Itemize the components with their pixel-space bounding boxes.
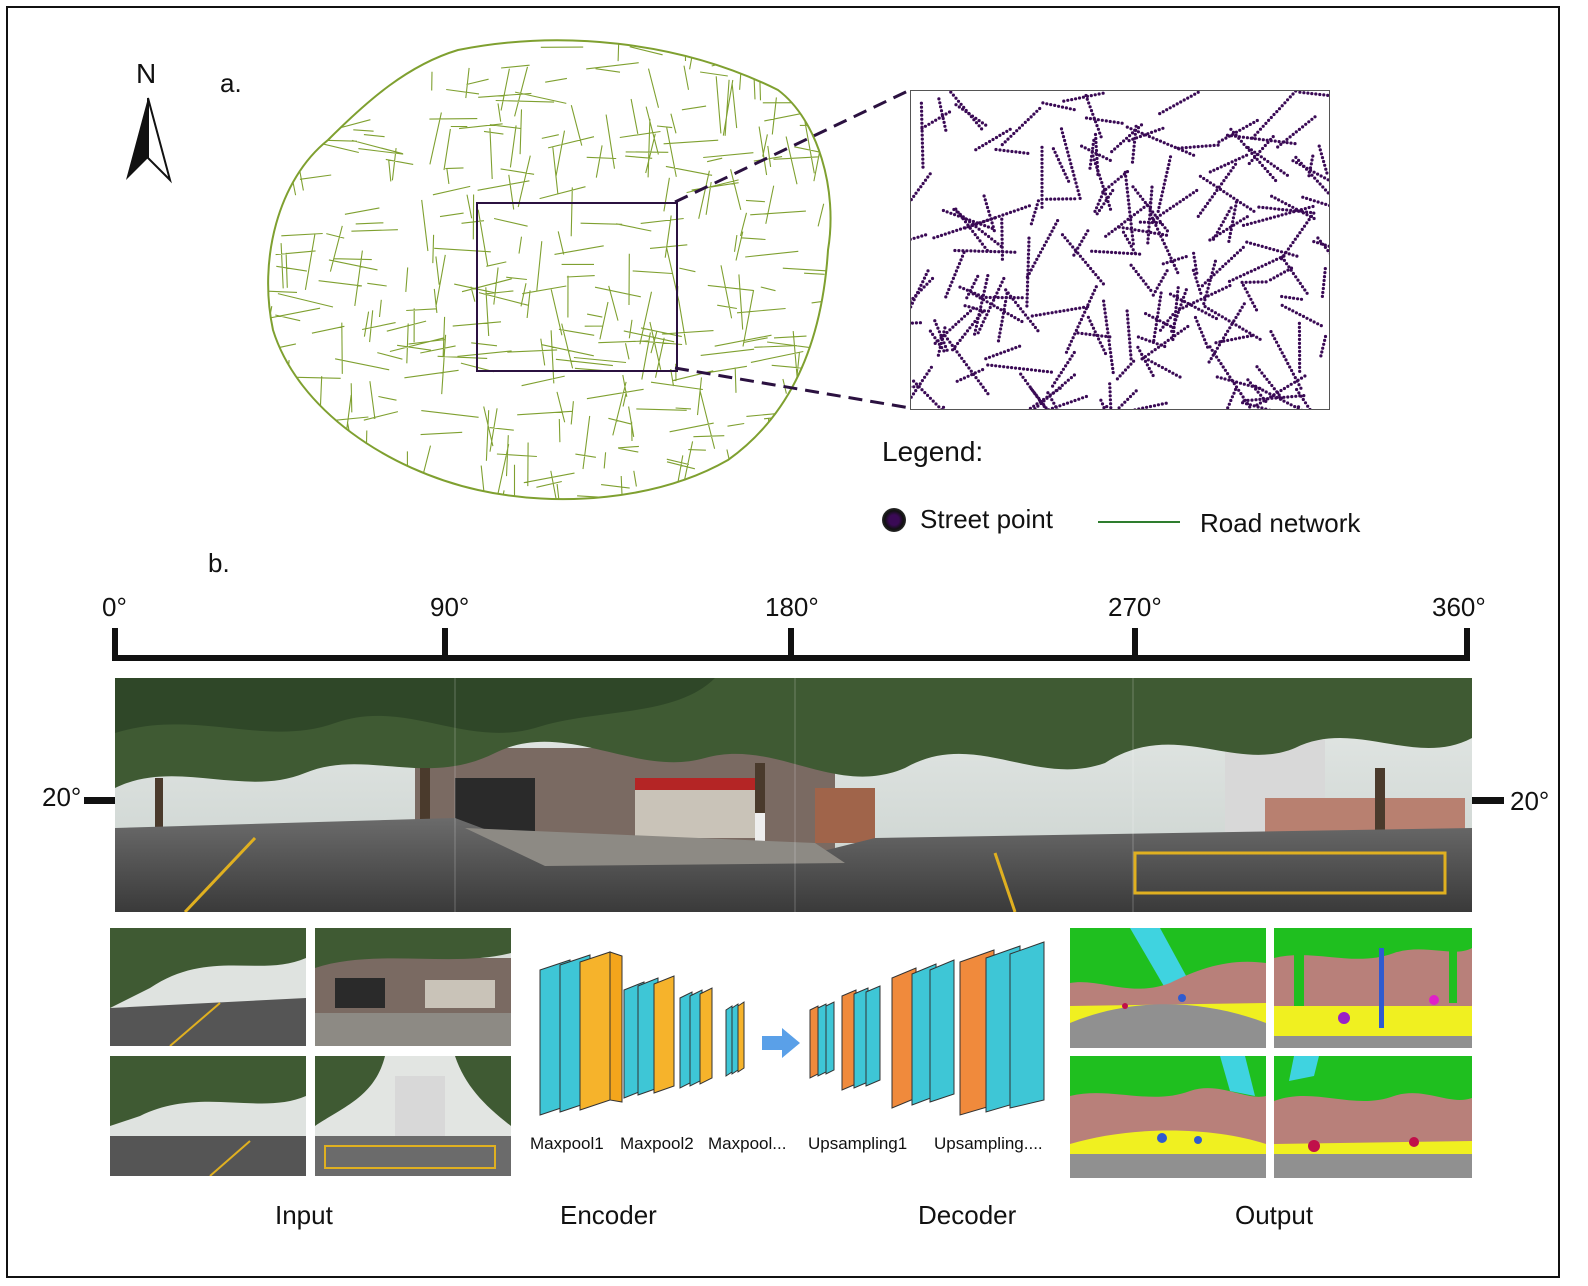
layer-label-maxpool2: Maxpool2 [620, 1134, 694, 1153]
output-segmentation-3 [1070, 1056, 1266, 1178]
decoder-block-4 [959, 941, 1045, 1116]
section-label-decoder: Decoder [918, 1200, 1017, 1230]
input-image-4 [315, 1056, 511, 1176]
section-label-input: Input [275, 1200, 333, 1230]
input-image-2 [315, 928, 511, 1046]
encoder-to-decoder-arrow-icon [762, 1028, 800, 1058]
legend-street-point-label: Street point [920, 504, 1053, 534]
tick-label-0: 0° [102, 592, 127, 622]
tick-0 [112, 628, 118, 661]
output-segmentation-4 [1274, 1056, 1472, 1178]
input-image-3 [110, 1056, 306, 1176]
tick-90 [442, 628, 448, 661]
panel-a-label: a. [220, 68, 242, 98]
legend-road-network-label: Road network [1200, 508, 1361, 538]
north-label: N [136, 58, 157, 89]
output-segmentation-1 [1070, 928, 1266, 1048]
tick-270 [1132, 628, 1138, 661]
north-arrow-icon: N [118, 58, 178, 188]
tick-label-360: 360° [1432, 592, 1486, 622]
layer-label-maxpool-more: Maxpool... [708, 1134, 787, 1153]
layer-label-upsampling1: Upsampling1 [808, 1134, 908, 1153]
figure-frame [6, 6, 1560, 1278]
tick-label-90: 90° [430, 592, 470, 622]
pitch-label-right: 20° [1510, 786, 1550, 816]
segnet-architecture-diagram [539, 941, 1045, 1116]
tick-label-180: 180° [765, 592, 819, 622]
layer-label-maxpool1: Maxpool1 [530, 1134, 604, 1153]
pitch-label-left: 20° [42, 782, 82, 812]
encoder-block-2 [623, 975, 675, 1099]
tick-label-270: 270° [1108, 592, 1162, 622]
output-segmentation-2 [1274, 928, 1472, 1048]
pitch-marker-left [84, 797, 116, 804]
street-point-legend-symbol [882, 508, 906, 532]
panel-b-label: b. [208, 548, 230, 578]
encoder-block-1 [539, 951, 623, 1116]
tick-180 [788, 628, 794, 661]
encoder-block-3 [679, 987, 713, 1089]
road-network-legend-symbol [1098, 521, 1180, 523]
pitch-marker-right [1472, 797, 1504, 804]
section-label-output: Output [1235, 1200, 1314, 1230]
decoder-block-3 [891, 959, 955, 1109]
street-point-inset-map [910, 90, 1330, 410]
decoder-block-1 [809, 1001, 835, 1079]
zoom-extent-box [476, 202, 678, 372]
encoder-block-4 [725, 1001, 745, 1077]
decoder-block-2 [841, 985, 881, 1091]
panorama-street-view-image [115, 678, 1472, 912]
input-image-1 [110, 928, 306, 1046]
section-label-encoder: Encoder [560, 1200, 657, 1230]
legend-title: Legend: [882, 436, 984, 467]
road-network-map [258, 30, 848, 508]
layer-label-upsampling-more: Upsampling.... [934, 1134, 1043, 1153]
tick-360 [1464, 628, 1470, 661]
